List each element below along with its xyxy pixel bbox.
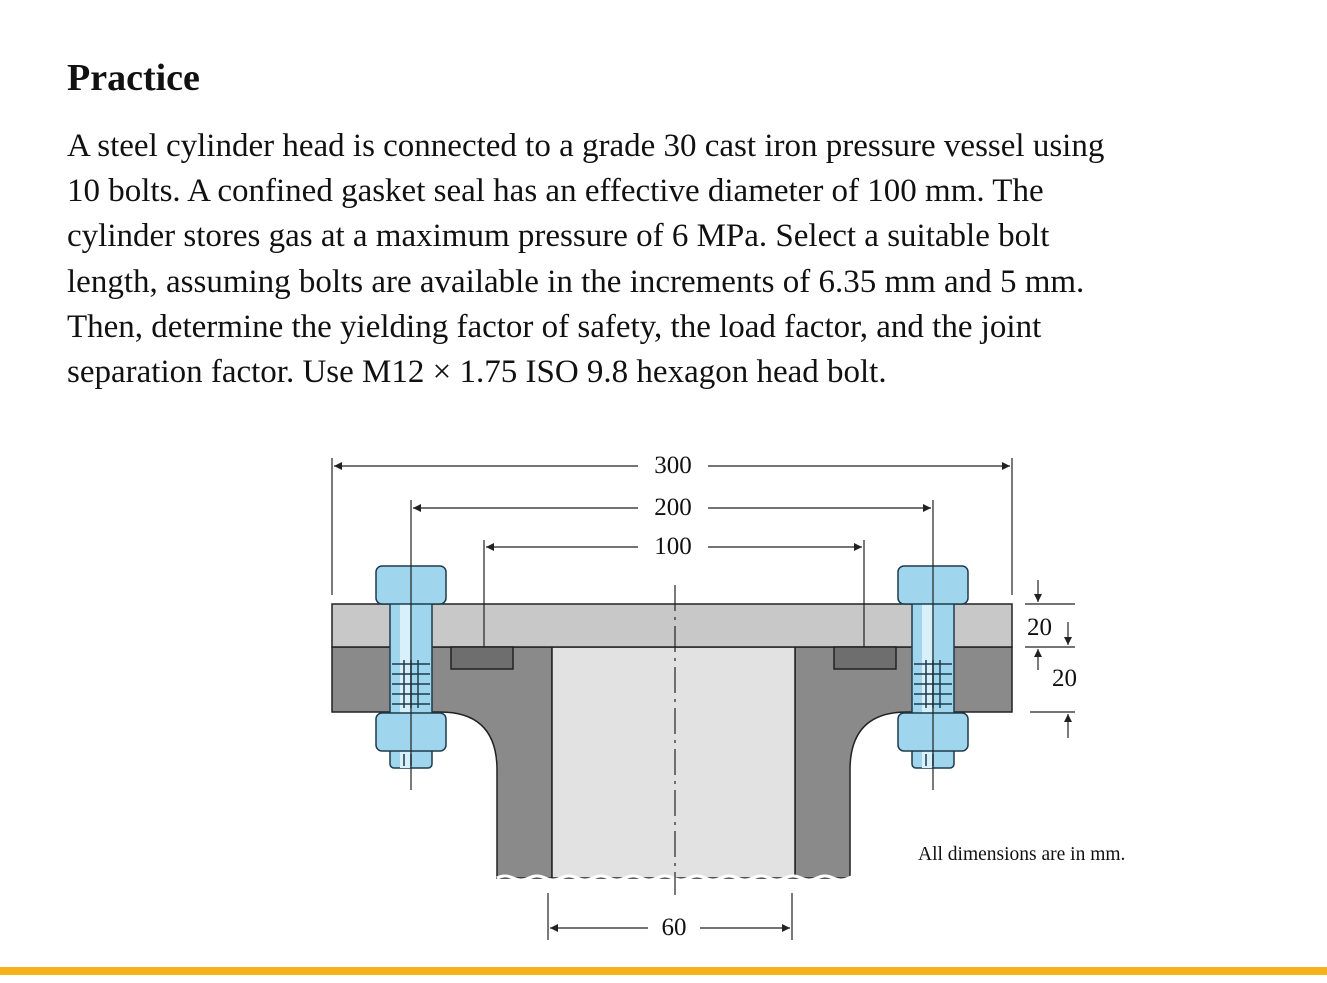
vessel-body [794, 646, 1013, 879]
dimension-outer-diameter: 300 [648, 452, 698, 480]
problem-line: length, assuming bolts are available in … [67, 263, 1085, 300]
units-note: All dimensions are in mm. [918, 844, 1126, 865]
dimension-flange-thickness: 20 [1052, 665, 1077, 692]
problem-line: Then, determine the yielding factor of s… [67, 308, 1042, 345]
dimension-bore-diameter: 60 [655, 914, 693, 942]
vessel-body [331, 646, 553, 879]
bolt [375, 500, 447, 790]
dimension-lines [334, 462, 1072, 932]
extension-lines [331, 458, 1075, 940]
footer-accent-bar [0, 967, 1327, 975]
cylinder-head [331, 603, 1013, 648]
gasket [833, 646, 897, 670]
problem-line: separation factor. Use M12 × 1.75 ISO 9.… [67, 354, 887, 391]
problem-statement: A steel cylinder head is connected to a … [67, 124, 1267, 395]
vessel-bore [551, 646, 796, 879]
dimension-head-thickness: 20 [1027, 614, 1052, 641]
dimension-gasket-diameter: 100 [648, 533, 698, 561]
gasket [450, 646, 514, 670]
problem-line: cylinder stores gas at a maximum pressur… [67, 218, 1050, 255]
slide-title: Practice [67, 57, 200, 99]
dimension-bolt-circle: 200 [648, 494, 698, 522]
bolt [897, 500, 969, 790]
problem-line: 10 bolts. A confined gasket seal has an … [67, 173, 1044, 210]
problem-line: A steel cylinder head is connected to a … [67, 128, 1105, 164]
